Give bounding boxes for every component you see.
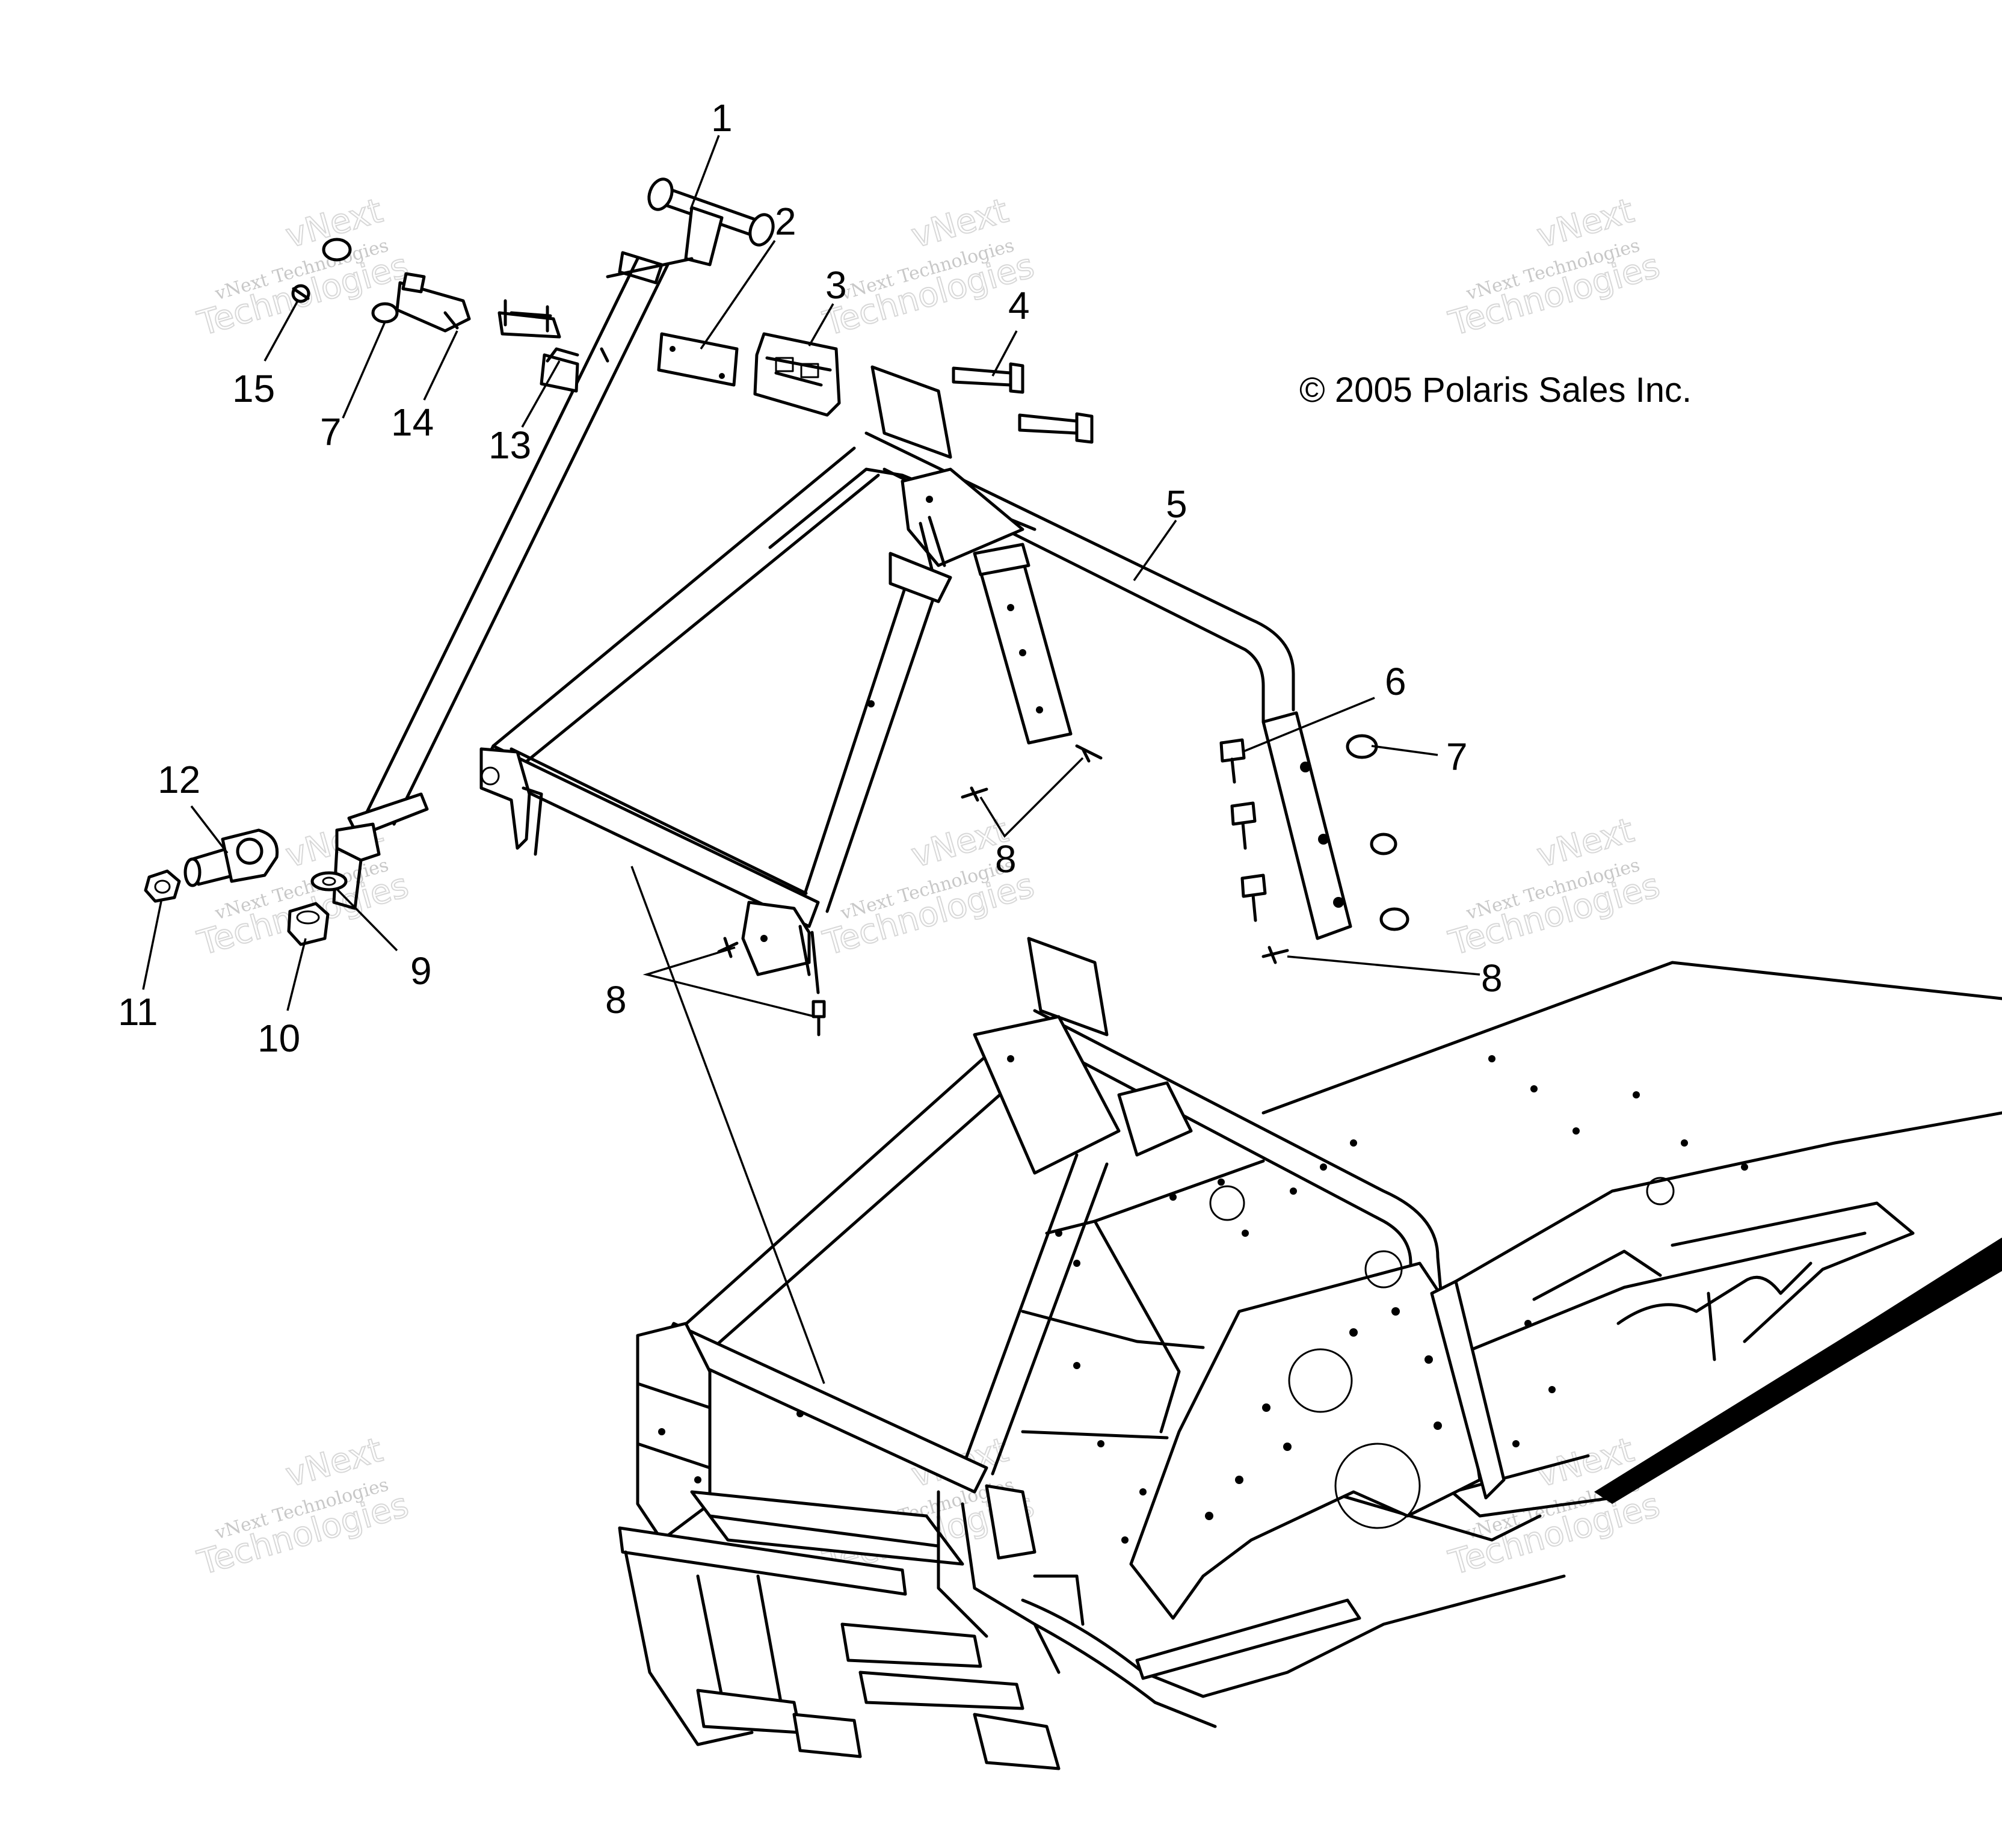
part-4-bolts: [952, 362, 1094, 444]
callout-2: 2: [775, 200, 796, 243]
part-10-jam-nut: [287, 902, 330, 946]
callout-1: 1: [711, 96, 733, 140]
callout-9: 9: [410, 949, 432, 993]
part-9-washer: [310, 871, 348, 892]
leader-7-upper: [342, 321, 386, 419]
leader-10: [286, 938, 307, 1011]
callout-7-right: 7: [1446, 735, 1468, 778]
small-parts-lower: [144, 828, 348, 946]
leader-3: [808, 303, 834, 346]
part-8-rivet-c: [1261, 946, 1289, 964]
callout-5: 5: [1166, 482, 1187, 526]
part-3-bushing-block: [753, 332, 841, 417]
callout-10: 10: [257, 1017, 300, 1060]
steering-hoop-upper: [479, 365, 1352, 994]
leader-8-mid: [979, 757, 1084, 838]
part-2-plate: [657, 332, 739, 387]
part-12-rod-end: [183, 828, 279, 887]
leader-8-right: [1287, 955, 1480, 976]
leader-1: [689, 135, 720, 210]
fasteners-right: [717, 734, 1409, 1036]
callout-4: 4: [1008, 284, 1030, 327]
leader-2: [700, 240, 776, 350]
part-8-rivet-a: [961, 786, 988, 802]
callout-3: 3: [825, 263, 847, 307]
part-6-bolts: [1219, 738, 1267, 922]
part-11-nut: [144, 869, 181, 903]
leader-12: [190, 805, 229, 854]
part-15-bolt: [291, 284, 310, 303]
part-8-rivet-e: [812, 1000, 826, 1018]
leader-9: [336, 888, 398, 952]
callout-13: 13: [488, 424, 531, 467]
chassis: [618, 937, 2002, 1770]
callout-14: 14: [391, 401, 434, 444]
leader-4: [991, 330, 1018, 377]
leader-8-left: [642, 946, 816, 1018]
steering-post: [332, 177, 775, 910]
leader-11: [142, 901, 162, 990]
part-13-bracket: [497, 299, 579, 393]
small-parts-upper: [291, 238, 1094, 444]
part-7-nuts-right: [1346, 734, 1409, 931]
callout-8-right: 8: [1481, 956, 1503, 1000]
watermark-mid-center: vNext vNext Technologies Technologies: [819, 810, 1040, 964]
watermark-mid-right: vNext vNext Technologies Technologies: [1444, 810, 1665, 964]
leader-13: [521, 360, 561, 428]
leader-14: [423, 330, 458, 401]
callout-labels: 1 2 3 4 5 6 7 7 8 8 8 9 10 11 12 13 14 1…: [118, 96, 1503, 1060]
leader-6: [1242, 697, 1375, 753]
callout-8-mid: 8: [995, 837, 1017, 881]
callout-15: 15: [232, 367, 275, 410]
leader-8-frame: [630, 866, 825, 1384]
part-14-tie-rod-end: [395, 272, 471, 333]
watermark-bottom-left: vNext vNext Technologies Technologies: [193, 1430, 414, 1584]
leader-7-right: [1371, 745, 1438, 756]
callout-7-upper: 7: [320, 410, 342, 454]
callout-8-left: 8: [605, 978, 627, 1021]
callout-6: 6: [1385, 660, 1406, 703]
callout-11: 11: [118, 990, 158, 1033]
part-8-rivet-d: [717, 937, 739, 958]
callout-12: 12: [158, 758, 200, 801]
copyright-text: © 2005 Polaris Sales Inc.: [1299, 371, 1692, 410]
part-8-rivet-b: [1075, 744, 1103, 763]
leader-5: [1133, 519, 1177, 582]
leader-15: [263, 300, 299, 362]
watermark-top-right: vNext vNext Technologies Technologies: [1444, 191, 1665, 345]
leader-lines: [142, 135, 1480, 1384]
